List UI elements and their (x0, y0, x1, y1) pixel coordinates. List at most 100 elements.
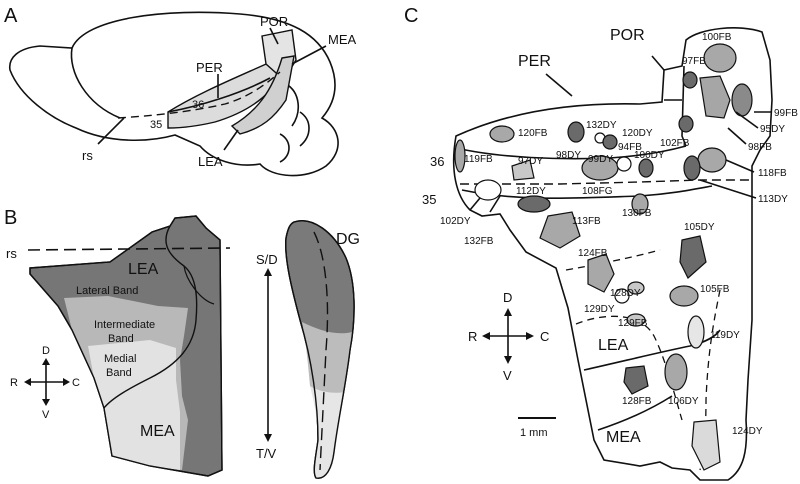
site-130FB (631, 193, 649, 215)
site-113FB (539, 211, 581, 249)
site-113DY (683, 155, 701, 181)
site-100FB (703, 43, 737, 73)
panel-c: C (404, 5, 798, 481)
rs-arrow (97, 117, 125, 145)
label-per-c: PER (518, 53, 551, 70)
compass-c-r: R (468, 329, 477, 344)
injection-label: 132DY (586, 120, 617, 131)
injection-label: 105FB (700, 284, 730, 295)
arrow-132FB (489, 195, 501, 213)
label-medial-1: Medial (104, 353, 136, 365)
injection-label: 98DY (556, 150, 581, 161)
arrow-118FB (725, 159, 755, 173)
brain-outline (9, 11, 339, 177)
site-102FB (678, 115, 694, 133)
lea-arrow (223, 129, 239, 151)
label-por-c: POR (610, 27, 645, 44)
site-118FB (697, 147, 727, 173)
label-por: POR (260, 14, 288, 29)
label-dg: DG (336, 231, 360, 248)
injection-labels: 100FB 97FB 99FB 95DY 98FB 132DY 120FB 12… (440, 32, 798, 437)
injection-label: 113FB (572, 216, 601, 227)
injection-label: 128FB (622, 396, 652, 407)
por-arrow (269, 27, 279, 45)
injection-label: 105DY (684, 222, 715, 233)
injection-label: 100DY (634, 150, 665, 161)
site-128FB (623, 365, 649, 395)
label-lea-b: LEA (128, 261, 159, 278)
label-mea-b: MEA (140, 423, 175, 440)
injection-label: 129DY (584, 304, 615, 315)
site-112DY (517, 195, 551, 213)
site-97FB (682, 71, 698, 89)
label-per: PER (196, 60, 223, 75)
injection-label: 99DY (588, 154, 613, 165)
injection-label: 97FB (682, 56, 706, 67)
mea-region (230, 55, 295, 135)
site-124FB (587, 253, 615, 293)
arrow-102DY (469, 197, 481, 211)
label-36: 36 (192, 99, 204, 111)
site-119FB (454, 139, 466, 173)
label-36-c: 36 (430, 154, 444, 169)
site-105FB (669, 285, 699, 307)
arrow-113DY (699, 179, 757, 199)
scale-bar-label: 1 mm (520, 427, 548, 439)
panel-b-letter: B (4, 207, 17, 229)
injection-label: 98FB (748, 142, 772, 153)
label-lea: LEA (198, 154, 223, 169)
compass-c-c: C (540, 329, 549, 344)
compass-c: D V R C (468, 290, 549, 383)
site-99DY-dot (602, 134, 618, 150)
line-36 (167, 77, 271, 113)
arrow-95DY (735, 111, 759, 129)
mea-arrow (291, 45, 327, 65)
dg-mid-band (302, 322, 352, 394)
compass-b: D V R C (10, 345, 80, 421)
injection-label: 118FB (758, 168, 787, 179)
site-128DY (627, 281, 645, 295)
label-lateral-band: Lateral Band (76, 285, 138, 297)
injection-label: 102DY (440, 216, 471, 227)
injection-label: 113DY (758, 194, 788, 205)
site-99DY (616, 156, 632, 172)
injection-label: 119DY (710, 330, 740, 341)
panel-a: A POR MEA PER 36 35 rs LEA (4, 5, 357, 177)
site-120FB (489, 125, 515, 143)
injection-label: 124FB (578, 248, 608, 259)
panel-a-letter: A (4, 5, 18, 27)
injection-label: 130FB (622, 208, 652, 219)
label-35-c: 35 (422, 192, 436, 207)
panel-b: B rs LEA Lateral Band Intermediate Band … (4, 207, 360, 479)
map-outline (452, 27, 773, 481)
site-129FB (626, 313, 646, 327)
ec-outline-stroke (29, 215, 223, 477)
injection-sites (454, 43, 753, 471)
injection-label: 108FG (582, 186, 613, 197)
label-mea-c: MEA (606, 429, 641, 446)
injection-label: 99FB (774, 108, 798, 119)
site-106DY (664, 353, 688, 391)
injection-label: 106DY (668, 396, 699, 407)
lea-dashed-upper (565, 249, 661, 271)
lea-mea-solid (583, 329, 721, 371)
compass-b-r: R (10, 377, 18, 389)
label-tv: T/V (256, 446, 277, 461)
injection-label: 97DY (518, 156, 543, 167)
ec-medial-band (88, 340, 180, 470)
label-intermediate-2: Band (108, 333, 134, 345)
site-95DY (731, 83, 753, 117)
site-105DY (679, 235, 707, 279)
compass-b-v: V (42, 409, 50, 421)
compass-c-v: V (503, 368, 512, 383)
label-rs: rs (82, 148, 93, 163)
per-35-border (461, 185, 713, 200)
injection-label: 94FB (618, 142, 642, 153)
rhinal-sulcus (117, 71, 281, 119)
site-98DY (567, 121, 585, 143)
arrow-98FB (727, 127, 747, 145)
label-medial-2: Band (106, 367, 132, 379)
mea-lower-solid (597, 395, 673, 431)
injection-label: 112DY (516, 186, 546, 197)
